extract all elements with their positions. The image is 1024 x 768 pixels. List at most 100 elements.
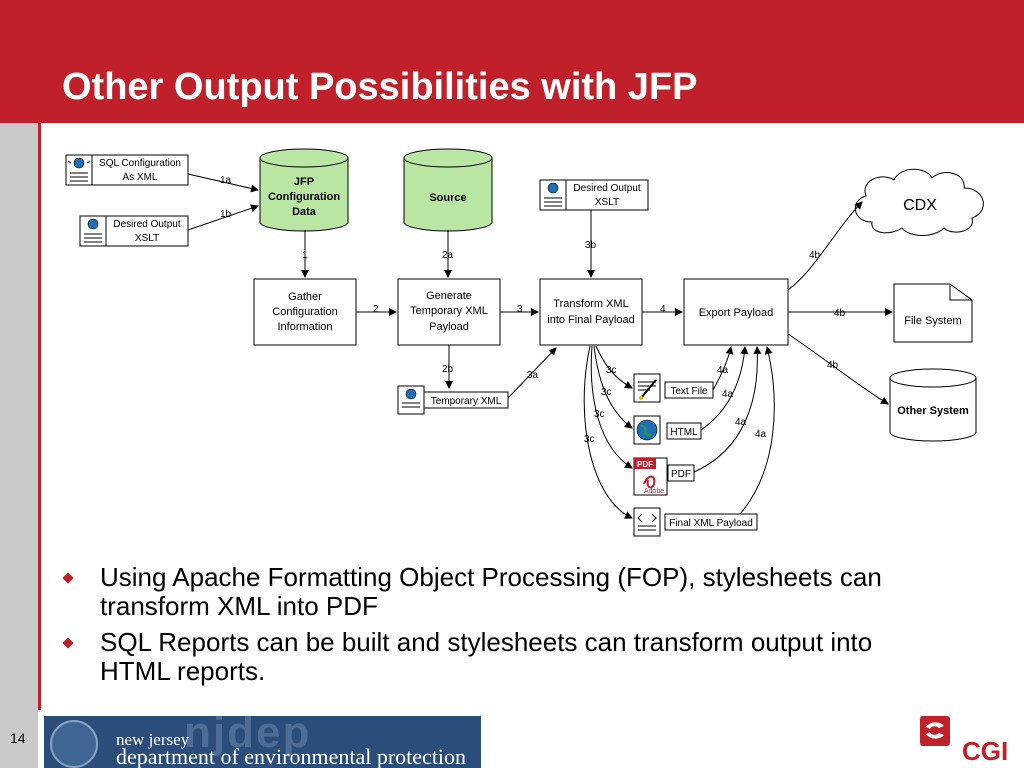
pdf-doc: PDF Adobe PDF — [633, 457, 695, 496]
jfp-label-1: JFP — [294, 176, 314, 188]
arrow-3c-final — [583, 345, 633, 519]
final-xml-label: Final XML Payload — [669, 518, 753, 529]
banner-ghost-text: njdep — [184, 716, 312, 757]
sql-config-label-1: SQL Configuration — [99, 158, 181, 169]
step-label-4b-fs: 4b — [834, 308, 846, 319]
bullet-text: Using Apache Formatting Object Processin… — [100, 562, 882, 621]
generate-label-1: Generate — [426, 290, 472, 302]
arrow-4a-final — [739, 346, 775, 515]
step-label-4a-pdf: 4a — [735, 417, 747, 428]
sql-config-label-2: As XML — [122, 172, 157, 183]
step-label-1a: 1a — [220, 175, 232, 186]
cdx-label: CDX — [903, 197, 937, 214]
html-label: HTML — [670, 427, 698, 438]
transform-label-2: into Final Payload — [547, 314, 634, 326]
cgi-logo-text: CGI — [962, 736, 1008, 766]
cgi-logo: CGI — [920, 716, 1008, 766]
pdf-label: PDF — [671, 469, 691, 480]
header-divider — [0, 120, 1024, 123]
step-label-4a-final: 4a — [755, 429, 767, 440]
step-labels: 1a 1b 1 2a 2 3 4 3b 2b 3a 3c 3c 3c 3c 4a… — [220, 175, 846, 445]
step-label-1: 1 — [302, 250, 308, 261]
arrow-3c-pdf — [590, 345, 633, 469]
temporary-xml-label: Temporary XML — [431, 396, 502, 407]
step-label-4a-html: 4a — [722, 389, 734, 400]
generate-label-2: Temporary XML — [410, 305, 488, 317]
bullet-diamond-icon — [62, 637, 74, 649]
arrow-4b-cdx — [787, 201, 863, 291]
arrow-4b-other — [787, 333, 889, 405]
other-system-label: Other System — [897, 405, 969, 417]
step-label-3c-pdf: 3c — [594, 409, 605, 420]
step-label-3c-final: 3c — [584, 434, 595, 445]
njdep-banner: njdep new jersey department of environme… — [44, 716, 481, 768]
jfp-label-2: Configuration — [268, 191, 340, 203]
export-label: Export Payload — [699, 307, 774, 319]
cdx-cloud: CDX — [855, 168, 984, 236]
arrow-1a — [187, 173, 259, 193]
arrow-3a — [507, 347, 557, 399]
final-xml-payload-doc: Final XML Payload — [633, 507, 758, 537]
text-file-doc: Text File — [633, 373, 714, 403]
pencil-icon — [640, 379, 657, 399]
jfp-label-3: Data — [292, 206, 317, 218]
gather-label-2: Configuration — [272, 306, 337, 318]
left-gray-bar — [0, 120, 38, 768]
state-seal-icon — [50, 720, 98, 768]
bullet-item: Using Apache Formatting Object Processin… — [62, 563, 922, 621]
globe-icon — [73, 157, 85, 169]
step-label-3a: 3a — [527, 370, 539, 381]
banner-line-1: new jersey — [116, 730, 190, 749]
transform-xml-box: Transform XML into Final Payload — [539, 278, 643, 346]
step-label-2b: 2b — [442, 364, 454, 375]
temporary-xml-doc: Temporary XML — [397, 385, 509, 415]
arrow-4a-text — [712, 346, 734, 391]
globe-icon — [636, 419, 658, 441]
text-file-label: Text File — [670, 386, 708, 397]
acrobat-icon — [643, 475, 656, 489]
step-label-4: 4 — [660, 304, 666, 315]
globe-icon — [547, 182, 559, 194]
bullet-diamond-icon — [62, 572, 74, 584]
file-system-doc: File System — [893, 283, 973, 343]
cgi-mark-icon — [920, 716, 950, 746]
bullet-list: Using Apache Formatting Object Processin… — [62, 563, 922, 693]
generate-temp-xml-box: Generate Temporary XML Payload — [397, 278, 501, 346]
header-bar — [0, 0, 1024, 120]
gather-config-box: Gather Configuration Information — [253, 278, 357, 346]
source-cylinder: Source — [403, 148, 493, 232]
sql-config-doc: SQL Configuration As XML — [65, 154, 189, 186]
globe-icon — [87, 218, 99, 230]
adobe-icon-text: Adobe — [644, 488, 664, 495]
gather-label-1: Gather — [288, 291, 322, 303]
left-red-rule — [38, 120, 41, 710]
connectors — [187, 173, 893, 519]
desired-output-top-doc: Desired Output XSLT — [539, 179, 649, 211]
step-label-4b-cdx: 4b — [809, 250, 821, 261]
pdf-icon-text: PDF — [637, 460, 653, 469]
step-label-3b: 3b — [585, 240, 597, 251]
export-payload-box: Export Payload — [683, 278, 789, 346]
desired-output-left-label-1: Desired Output — [113, 219, 180, 230]
arrow-1b — [187, 204, 259, 231]
source-label: Source — [429, 192, 466, 204]
gather-label-3: Information — [277, 321, 332, 333]
step-label-3: 3 — [517, 304, 523, 315]
step-label-4a-text: 4a — [717, 365, 729, 376]
generate-label-3: Payload — [429, 321, 469, 333]
step-label-2a: 2a — [442, 250, 454, 261]
globe-icon — [405, 388, 417, 400]
step-label-2: 2 — [373, 304, 379, 315]
desired-output-left-doc: Desired Output XSLT — [79, 215, 189, 247]
step-label-3c-text: 3c — [606, 365, 617, 376]
desired-output-top-label-2: XSLT — [595, 197, 619, 208]
other-system-cylinder: Other System — [889, 368, 977, 442]
step-label-1b: 1b — [220, 209, 232, 220]
arrow-3c-html — [593, 345, 633, 429]
banner-line-2: department of environmental protection — [116, 744, 467, 768]
jfp-config-cylinder: JFP Configuration Data — [259, 148, 349, 232]
step-label-3c-html: 3c — [601, 387, 612, 398]
step-label-4b-other: 4b — [827, 360, 839, 371]
file-system-label: File System — [904, 315, 961, 327]
bullet-item: SQL Reports can be built and stylesheets… — [62, 628, 922, 686]
